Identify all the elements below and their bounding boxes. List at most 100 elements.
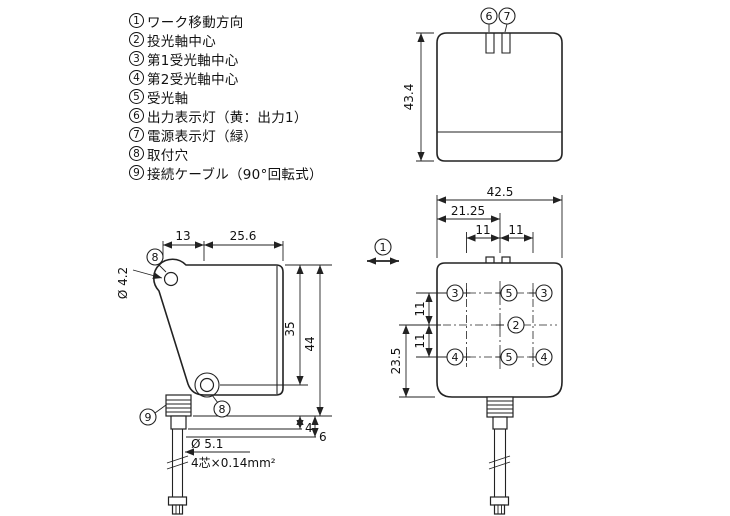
cable-assembly-front [486, 396, 514, 515]
legend: 1 ワーク移動方向 2 投光軸中心 3 第1受光軸中心 4 第2受光軸中心 5 … [129, 11, 323, 183]
front-dim-42-5-label: 42.5 [487, 185, 514, 199]
side-dim-25-6-label: 25.6 [230, 229, 257, 243]
legend-item-label: 第2受光軸中心 [147, 71, 239, 88]
legend-num-circle: 4 [129, 70, 144, 85]
strain-relief [486, 396, 514, 418]
side-hole-dia-label: Ø 4.2 [116, 267, 130, 299]
dim-mount-hole-dia: Ø 4.2 [116, 267, 163, 299]
front-dim-11-left-lower-label: 11 [413, 333, 427, 348]
cable-connector-tip [493, 504, 506, 515]
callout-power-led: 7 [498, 7, 516, 25]
legend-num-circle: 7 [129, 127, 144, 142]
side-dim-4-label: 4 [305, 421, 313, 435]
cable-dia-label: Ø 5.1 [191, 437, 223, 451]
cable-connector [167, 496, 188, 506]
callout-axis-bottom-right-num: 4 [541, 351, 548, 364]
legend-item-receiver1-axis: 3 第1受光軸中心 [129, 49, 323, 69]
dim-top-view-height: 43.4 [402, 32, 434, 162]
callout-axis-bottom-left-num: 4 [452, 351, 459, 364]
legend-num-circle: 8 [129, 146, 144, 161]
legend-item-label: 取付穴 [147, 147, 189, 164]
callout-axis-top-right-num: 3 [541, 287, 548, 300]
legend-num-circle: 5 [129, 89, 144, 104]
callout-mount-hole-top-num: 8 [152, 251, 159, 264]
work-direction-indicator: 1 [367, 238, 399, 265]
legend-item-label: ワーク移動方向 [147, 14, 244, 31]
callout-cable: 9 [139, 404, 167, 426]
legend-num-circle: 6 [129, 108, 144, 123]
axis-callouts: 3 5 3 2 4 5 4 [446, 284, 553, 366]
cable-spec-label: 4芯×0.14mm² [191, 456, 276, 470]
callout-mount-hole-bottom: 8 [211, 394, 231, 418]
side-dim-6-label: 6 [319, 430, 327, 444]
cable-connector [489, 496, 510, 506]
cable-neck [492, 416, 508, 430]
legend-item-receiver2-axis: 4 第2受光軸中心 [129, 68, 323, 88]
front-dim-11-top-right-label: 11 [508, 223, 523, 237]
leader-power-led [504, 23, 508, 33]
dim-side-top-widths: 13 25.6 [162, 229, 284, 261]
legend-num-circle: 3 [129, 51, 144, 66]
callout-cable-num: 9 [145, 411, 152, 424]
cable-break-mark [488, 455, 511, 464]
legend-item-work-direction: 1 ワーク移動方向 [129, 11, 323, 31]
optical-axis-centerlines [443, 281, 557, 369]
side-view: 13 25.6 [116, 229, 332, 515]
legend-item-receiver-axis: 5 受光軸 [129, 87, 323, 107]
front-dim-23-5-label: 23.5 [389, 348, 403, 375]
legend-item-label: 受光軸 [147, 90, 189, 107]
legend-item-power-led: 7 電源表示灯（緑） [129, 125, 323, 145]
legend-item-label: 電源表示灯（緑） [147, 128, 258, 145]
optical-axis-marks [462, 289, 537, 361]
legend-num-circle: 2 [129, 32, 144, 47]
legend-item-label: 第1受光軸中心 [147, 52, 239, 69]
power-led-window [501, 33, 511, 54]
callout-mount-hole-bottom-num: 8 [219, 403, 226, 416]
callout-emitter-center-num: 2 [513, 319, 520, 332]
cable-break-mark [166, 461, 189, 470]
side-dim-13-label: 13 [175, 229, 190, 243]
callout-work-direction-num: 1 [380, 241, 387, 254]
legend-item-cable: 9 接続ケーブル（90°回転式） [129, 163, 323, 183]
cable-break-mark [488, 461, 511, 470]
top-view-height-label: 43.4 [402, 84, 416, 111]
top-view: 43.4 6 7 [402, 7, 563, 162]
legend-item-output-led: 6 出力表示灯（黄：出力1） [129, 106, 323, 126]
legend-item-label: 接続ケーブル（90°回転式） [147, 166, 323, 183]
side-dim-35-label: 35 [283, 321, 297, 336]
cable-assembly-side [165, 394, 192, 515]
legend-item-mount-hole: 8 取付穴 [129, 144, 323, 164]
legend-item-label: 出力表示灯（黄：出力1） [147, 109, 308, 126]
mounting-hole-top [163, 271, 179, 287]
front-view-outline [436, 262, 563, 398]
front-dim-11-left-upper-label: 11 [413, 301, 427, 316]
cable-break-mark [166, 455, 189, 464]
front-dim-21-25-label: 21.25 [451, 204, 485, 218]
side-dim-44-label: 44 [303, 336, 317, 351]
cable-neck [170, 415, 187, 430]
callout-output-led-num: 6 [486, 10, 493, 23]
top-view-outline [436, 32, 563, 162]
strain-relief [165, 394, 192, 417]
dim-front-left-heights: 11 11 23.5 [389, 292, 448, 398]
callout-output-led: 6 [480, 7, 498, 25]
mounting-boss-bottom [194, 372, 220, 398]
callout-axis-top-center-num: 5 [506, 287, 513, 300]
output-led-window [485, 33, 495, 54]
legend-item-label: 投光軸中心 [147, 33, 216, 50]
callout-axis-top-left-num: 3 [452, 287, 459, 300]
legend-num-circle: 1 [129, 13, 144, 28]
cable-connector-tip [171, 504, 184, 515]
dim-cable-dia: Ø 5.1 4芯×0.14mm² [185, 437, 276, 470]
dim-front-top-widths: 42.5 21.25 11 11 [436, 185, 563, 258]
legend-item-emitter-axis: 2 投光軸中心 [129, 30, 323, 50]
front-view: 42.5 21.25 11 11 1 [367, 185, 563, 515]
dim-side-right-heights: 35 44 4 6 [186, 264, 332, 444]
callout-power-led-num: 7 [504, 10, 511, 23]
side-view-outline [152, 258, 284, 396]
callout-axis-bottom-center-num: 5 [506, 351, 513, 364]
front-dim-11-top-left-label: 11 [475, 223, 490, 237]
legend-num-circle: 9 [129, 165, 144, 180]
